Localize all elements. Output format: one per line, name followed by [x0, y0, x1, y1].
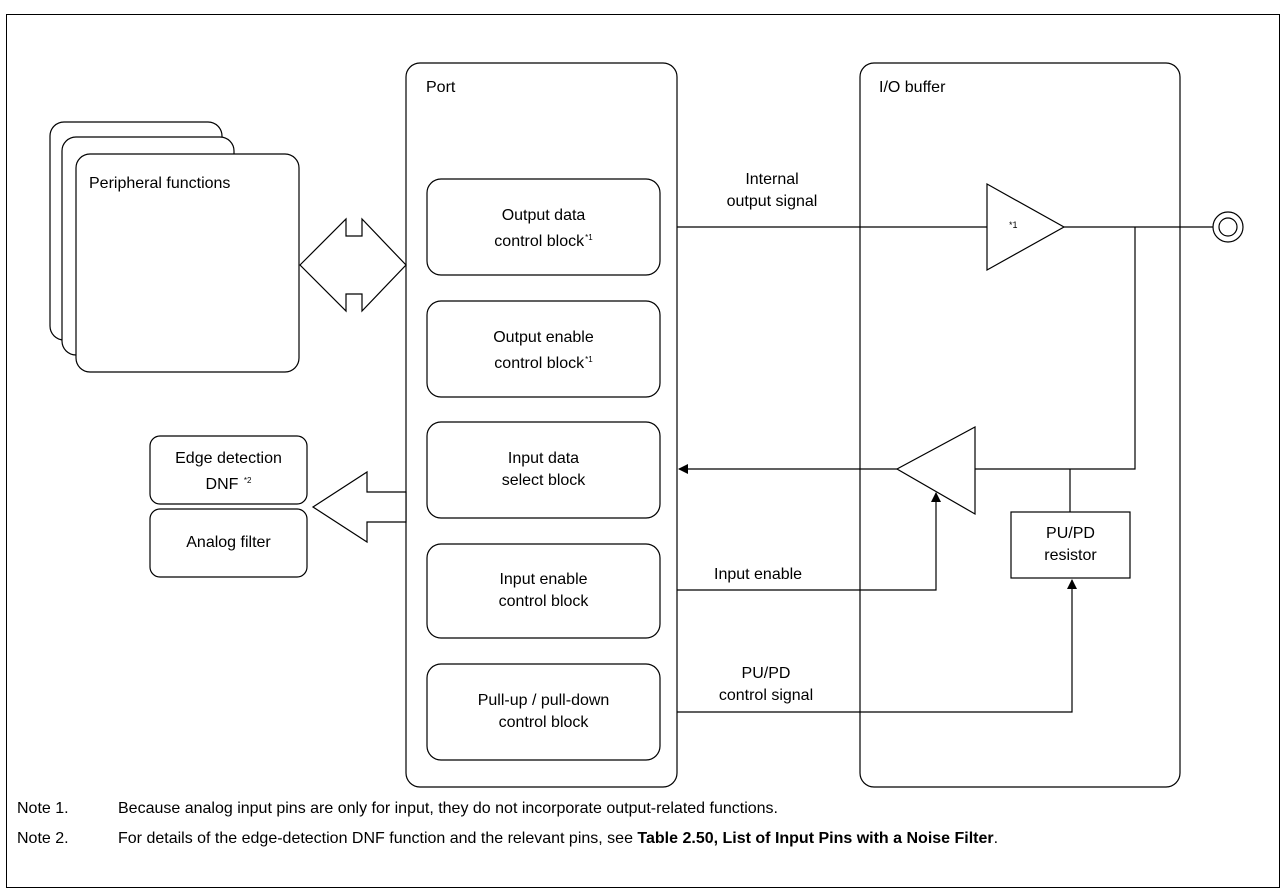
input-data-line1: Input data: [507, 450, 580, 467]
output-enable-note-mark: *1: [585, 355, 593, 364]
input-enable-line1: Input enable: [499, 571, 588, 588]
output-buffer-triangle: [986, 182, 1066, 272]
pupd-resistor-line2: resistor: [1044, 547, 1097, 564]
note-2-label: Note 2.: [17, 830, 69, 847]
internal-output-line2: output signal: [726, 193, 818, 210]
input-enable-line2: control block: [498, 593, 589, 610]
pullup-pulldown-block: [426, 663, 661, 761]
pullup-pulldown-block-text: Pull-up / pull-down control block: [427, 690, 660, 734]
note-2-period: .: [993, 830, 999, 847]
pin-outer-circle: [1212, 211, 1244, 243]
pupd-control-line2: control signal: [718, 687, 814, 704]
note-1-label: Note 1.: [17, 800, 69, 817]
peripheral-port-double-arrow: [299, 217, 407, 313]
output-data-block-text: Output data control block*1: [427, 205, 660, 253]
input-data-block-text: Input data select block: [427, 448, 660, 492]
edge-detection-note-mark: *2: [243, 476, 252, 485]
edge-detection-box: [149, 435, 308, 505]
internal-output-line1: Internal: [745, 171, 799, 188]
port-title: Port: [426, 79, 456, 96]
output-enable-block-text: Output enable control block*1: [427, 327, 660, 375]
pullup-pulldown-line1: Pull-up / pull-down: [477, 692, 610, 709]
pupd-control-signal-label: PU/PD control signal: [672, 663, 860, 707]
output-data-note-mark: *1: [585, 233, 593, 242]
output-enable-line2: control block*1: [427, 349, 660, 375]
input-enable-signal-label: Input enable: [714, 566, 803, 583]
note-2: Note 2. For details of the edge-detection…: [17, 829, 998, 849]
pin-inner-circle: [1218, 217, 1238, 237]
input-enable-block: [426, 543, 661, 639]
note-1: Note 1. Because analog input pins are onl…: [17, 799, 778, 819]
input-enable-block-text: Input enable control block: [427, 569, 660, 613]
input-data-line2: select block: [501, 472, 586, 489]
note-2-text: For details of the edge-detection DNF fu…: [118, 830, 638, 847]
input-enable-line: [677, 492, 941, 591]
port-container: [405, 62, 678, 788]
pupd-resistor-line1: PU/PD: [1046, 525, 1095, 542]
pin-feedback-line: [975, 227, 1136, 470]
pupd-control-line1: PU/PD: [741, 665, 791, 682]
analog-filter-box: [149, 508, 308, 578]
edge-detection-line2-text: DNF: [205, 476, 239, 493]
figure-frame: [6, 14, 1280, 888]
input-data-block: [426, 421, 661, 519]
output-buffer-mark: *1: [1009, 220, 1018, 230]
edge-detection-text: Edge detection DNF *2: [150, 448, 307, 496]
note-1-text: Because analog input pins are only for i…: [118, 800, 778, 817]
port-to-filter-arrow: [311, 470, 407, 544]
output-enable-block: [426, 300, 661, 398]
pullup-pulldown-line2: control block: [498, 714, 589, 731]
output-data-line2: control block*1: [427, 227, 660, 253]
pupd-control-line: [677, 579, 1077, 713]
output-enable-line1: Output enable: [493, 329, 594, 346]
io-buffer-title: I/O buffer: [879, 79, 946, 96]
note-2-table-reference: Table 2.50, List of Input Pins with a No…: [637, 830, 994, 847]
output-data-line2-text: control block: [494, 233, 585, 250]
io-buffer-container: [859, 62, 1181, 788]
output-enable-line2-text: control block: [494, 355, 585, 372]
edge-detection-line2: DNF *2: [150, 470, 307, 496]
analog-filter-label: Analog filter: [186, 534, 271, 551]
input-buffer-triangle: [895, 425, 976, 516]
edge-detection-line1: Edge detection: [175, 450, 282, 467]
output-data-block: [426, 178, 661, 276]
internal-output-signal-label: Internal output signal: [678, 169, 866, 213]
peripheral-card-front: [75, 153, 300, 373]
peripheral-functions-label: Peripheral functions: [89, 175, 231, 192]
pupd-resistor-text: PU/PD resistor: [1011, 523, 1130, 567]
output-data-line1: Output data: [501, 207, 586, 224]
